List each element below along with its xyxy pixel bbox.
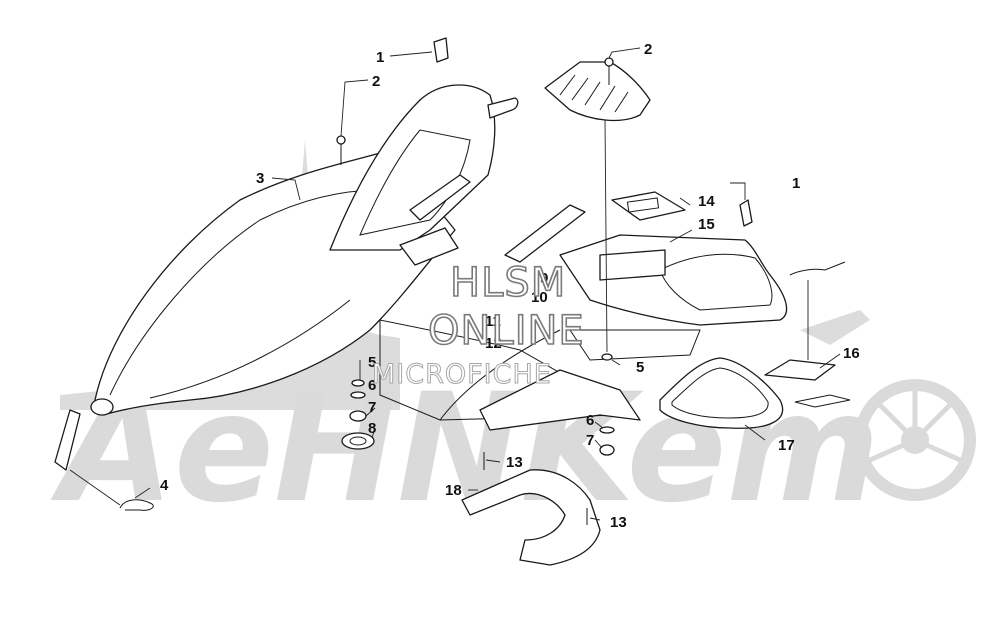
washer-6-left [350, 391, 366, 399]
watermark-line1: HLSM [450, 260, 566, 306]
callout-1b: 1 [792, 175, 800, 192]
console-handle [487, 97, 519, 119]
hood-inner-edge [109, 189, 381, 396]
hood-skirt [399, 227, 459, 266]
callout-13a: 13 [506, 454, 523, 471]
callout-14: 14 [698, 193, 715, 210]
seat-ribs [559, 74, 629, 113]
callout-16: 16 [843, 345, 860, 362]
nut-7-left [349, 410, 367, 422]
washer-5-right [601, 353, 613, 361]
callout-7b: 7 [586, 432, 594, 449]
seat-body [544, 61, 651, 122]
callout-6b: 6 [586, 412, 594, 429]
rear-strip [794, 394, 851, 408]
callout-1a: 1 [376, 49, 384, 66]
bracket-4 [54, 409, 81, 471]
callout-7a: 7 [368, 399, 376, 416]
watermark-line2: ONLINE [428, 308, 585, 354]
screw-2-right [604, 57, 614, 85]
washer-6-right [599, 426, 615, 434]
watermark-text: HLSM ONLINE MICROFICHE [372, 259, 585, 390]
trim-1-right [739, 199, 753, 227]
watermark-wheel [854, 379, 976, 501]
console-body [329, 84, 496, 251]
hood-floor-line [439, 329, 561, 421]
callout-18: 18 [445, 482, 462, 499]
callout-15: 15 [698, 216, 715, 233]
callout-4: 4 [160, 477, 169, 494]
callout-2a: 2 [372, 73, 380, 90]
rear-accessory [789, 261, 846, 276]
pad-16 [764, 359, 836, 381]
rear-frame [559, 234, 788, 326]
callout-2b: 2 [644, 41, 652, 58]
console-window [359, 129, 471, 236]
grommet-8-inner [349, 436, 367, 446]
watermark-line3: MICROFICHE [372, 359, 552, 390]
grommet-8 [341, 432, 375, 450]
callout-5b: 5 [636, 359, 644, 376]
part-rear-body [504, 191, 788, 361]
rear-lower-plate [569, 329, 701, 361]
callout-10: 10 [531, 289, 548, 306]
shield-18 [461, 469, 601, 566]
leader-lines [69, 47, 841, 521]
console-slot [409, 174, 471, 221]
hood-tip [90, 398, 114, 416]
cap-plate [611, 191, 686, 221]
callout-17: 17 [778, 437, 795, 454]
watermark-wheel-spokes [868, 390, 962, 463]
drive-belt [659, 357, 784, 429]
hood-lower-edge [149, 299, 351, 399]
trim-1-left [433, 37, 449, 63]
rear-panel [599, 249, 666, 281]
part-hood [90, 84, 622, 421]
callout-5a: 5 [368, 354, 376, 371]
drive-belt-inner [671, 367, 769, 419]
part-seat [544, 61, 651, 122]
mud-flap [479, 369, 641, 431]
nut-7-right [599, 444, 615, 456]
callout-11: 11 [485, 313, 501, 330]
callout-13b: 13 [610, 514, 627, 531]
callout-3: 3 [256, 170, 264, 187]
clip-pin-4 [119, 499, 154, 511]
callout-12: 12 [485, 335, 502, 352]
callout-6a: 6 [368, 377, 376, 394]
callout-8: 8 [368, 420, 376, 437]
screw-2-left [336, 135, 346, 165]
watermark-handlebar [800, 310, 870, 345]
washer-5-left [351, 379, 365, 387]
callout-labels: 1 2 2 3 4 5 6 7 8 1 14 15 9 10 11 12 5 6… [160, 41, 860, 531]
side-handle [504, 204, 586, 263]
rear-frame-cutout [659, 253, 773, 311]
callout-9: 9 [540, 270, 548, 287]
cap-inner [626, 197, 660, 213]
